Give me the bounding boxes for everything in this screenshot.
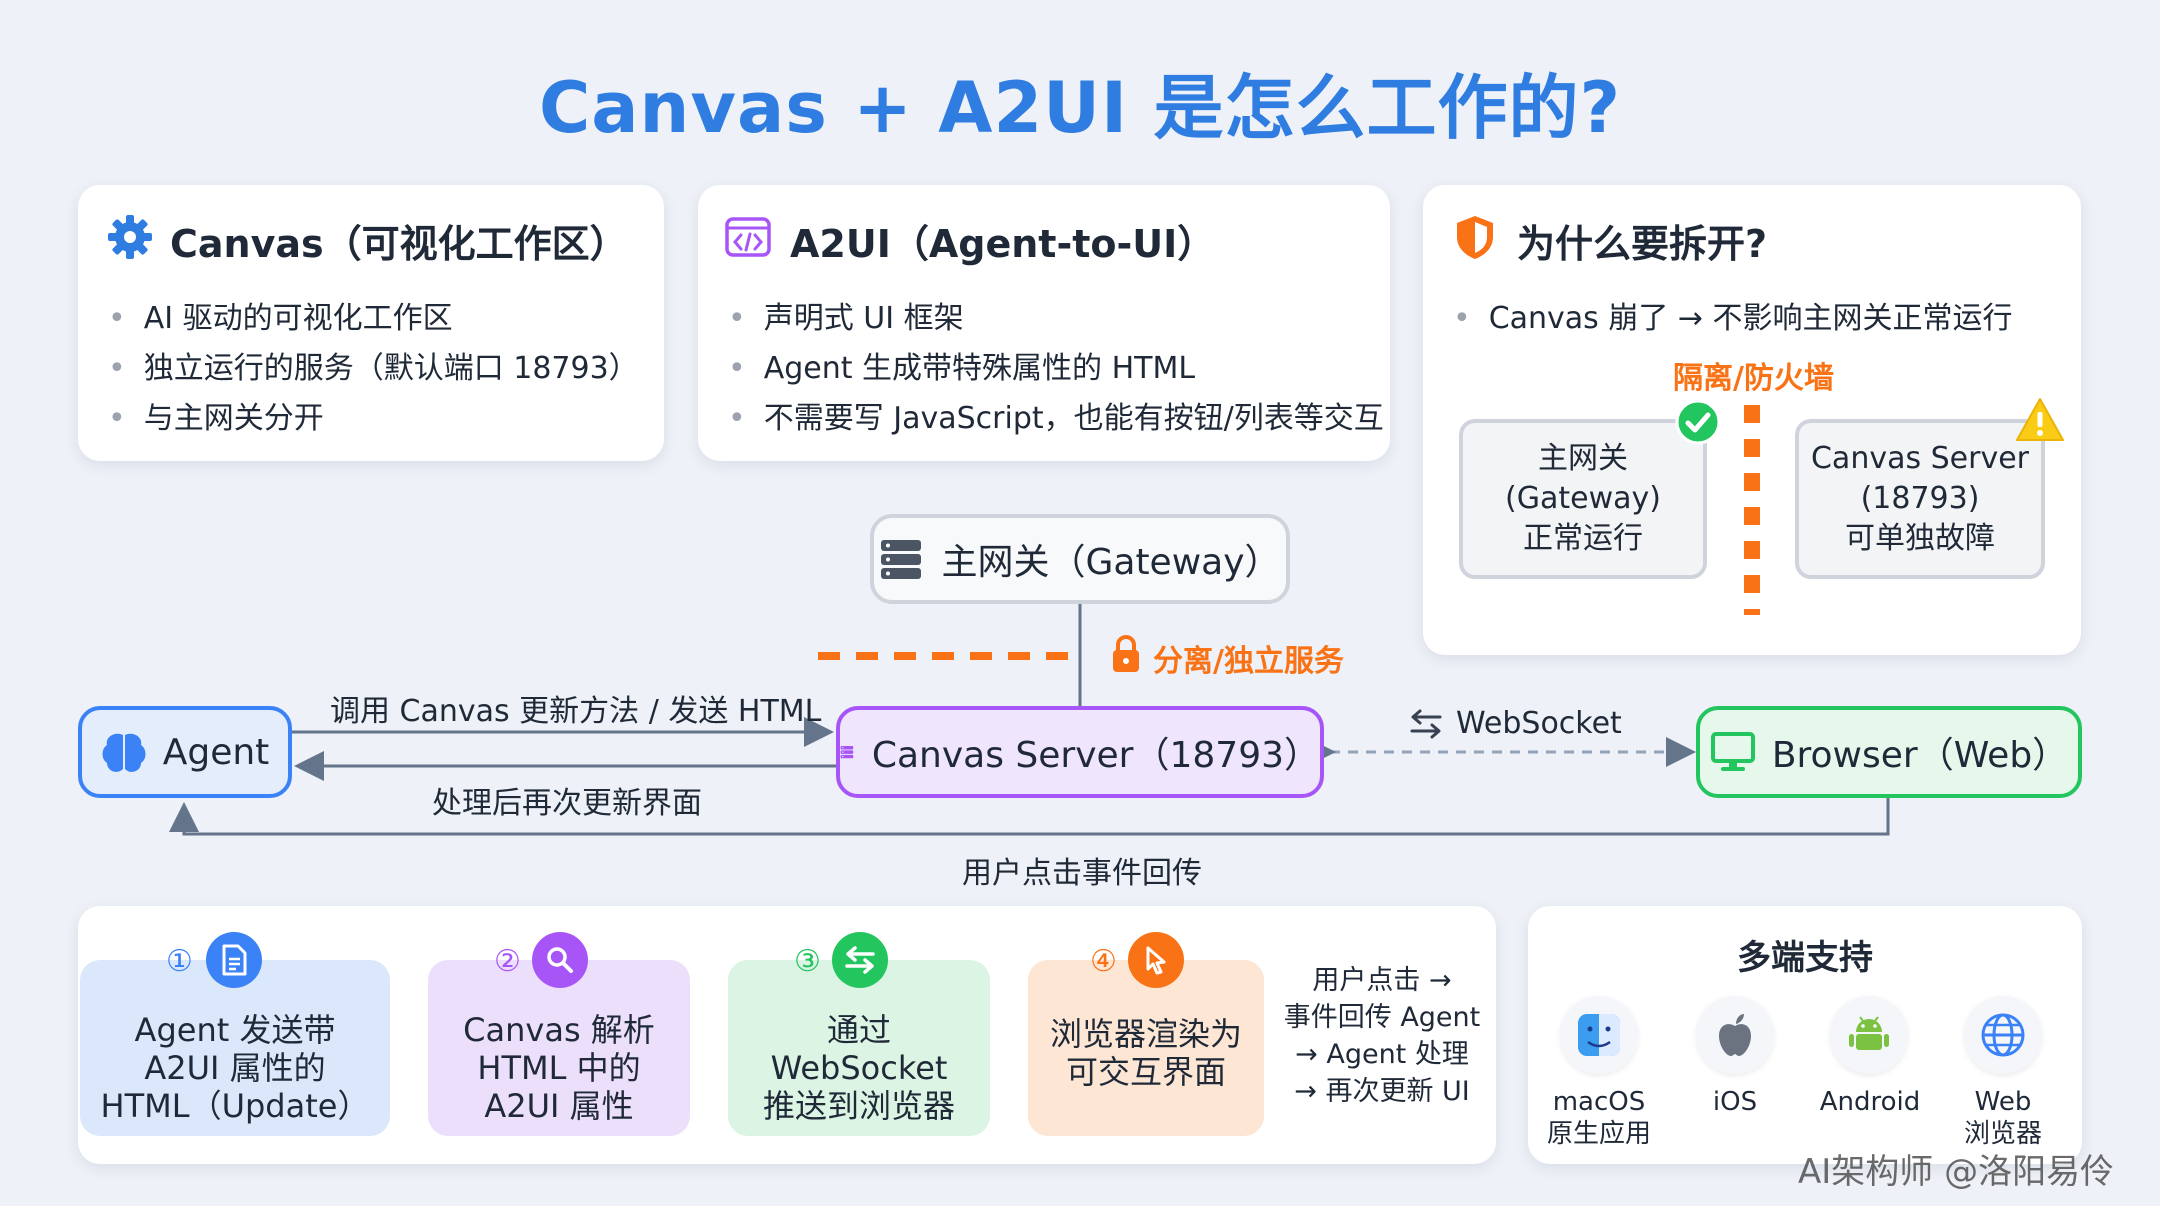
card-heading: Canvas（可视化工作区） — [170, 222, 628, 266]
platform-line: 浏览器 — [1963, 1119, 2042, 1149]
loop-line: 事件回传 Agent — [1283, 1002, 1481, 1033]
card-bullet: 声明式 UI 框架 — [728, 293, 964, 337]
browser-label: Browser（Web） — [1771, 735, 2069, 776]
step-line: Canvas 解析 — [463, 1011, 655, 1049]
browser-node[interactable]: Browser（Web） — [1696, 706, 2082, 798]
return-label: 处理后再次更新界面 — [432, 786, 702, 821]
step-number: ④ — [1090, 944, 1117, 979]
agent-label: Agent — [162, 731, 270, 773]
canvas-card: Canvas（可视化工作区） AI 驱动的可视化工作区 独立运行的服务（默认端口… — [78, 185, 664, 461]
event-label: 用户点击事件回传 — [962, 856, 1202, 891]
box-line: 正常运行 — [1523, 521, 1643, 556]
step-3: 通过 WebSocket 推送到浏览器 — [728, 960, 990, 1136]
watermark: AI架构师 @洛阳易伶 — [1798, 1152, 2115, 1192]
step-line: HTML 中的 — [477, 1049, 641, 1087]
card-bullet: Canvas 崩了 → 不影响主网关正常运行 — [1453, 293, 2013, 337]
step-number: ③ — [794, 944, 821, 979]
step-line: A2UI 属性的 — [144, 1049, 326, 1087]
card-bullet: AI 驱动的可视化工作区 — [108, 293, 453, 337]
step-2: Canvas 解析 HTML 中的 A2UI 属性 — [428, 960, 690, 1136]
step-line: WebSocket — [770, 1049, 948, 1087]
step-line: HTML（Update） — [100, 1087, 370, 1125]
call-label: 调用 Canvas 更新方法 / 发送 HTML — [330, 694, 822, 729]
gateway-ok-box: 主网关 (Gateway) 正常运行 — [1459, 419, 1707, 579]
canvas-server-node[interactable]: Canvas Server（18793） — [836, 706, 1324, 798]
document-icon — [206, 932, 262, 988]
step-line: Agent 发送带 — [134, 1011, 336, 1049]
a2ui-card: A2UI（Agent-to-UI） 声明式 UI 框架 Agent 生成带特殊属… — [698, 185, 1390, 461]
swap-icon — [1410, 709, 1442, 739]
brain-icon — [102, 733, 146, 772]
shield-icon — [1457, 216, 1493, 259]
card-bullet: Agent 生成带特殊属性的 HTML — [728, 343, 1195, 387]
card-bullet: 不需要写 JavaScript，也能有按钮/列表等交互 — [728, 393, 1384, 437]
platforms-panel: 多端支持 macOS 原生应用 iOS Android Web 浏览器 — [1528, 906, 2082, 1164]
loop-note: 用户点击 → 事件回传 Agent → Agent 处理 → 再次更新 UI — [1282, 962, 1482, 1110]
platform-label: iOS — [1678, 1086, 1792, 1118]
loop-line: 用户点击 → — [1312, 965, 1452, 996]
gateway-node: 主网关（Gateway） — [870, 514, 1290, 604]
canvas-server-fail-box: Canvas Server (18793) 可单独故障 — [1795, 419, 2045, 579]
search-icon — [532, 932, 588, 988]
page-title: Canvas + A2UI 是怎么工作的? — [538, 67, 1622, 149]
loop-line: → Agent 处理 — [1295, 1039, 1469, 1070]
websocket-label: WebSocket — [1456, 706, 1622, 741]
step-number: ② — [494, 944, 521, 979]
box-line: (18793) — [1860, 481, 1980, 516]
step-4: 浏览器渲染为 可交互界面 — [1028, 960, 1264, 1136]
box-line: (Gateway) — [1505, 481, 1661, 516]
loop-line: → 再次更新 UI — [1294, 1076, 1470, 1107]
isolation-label: 隔离/防火墙 — [1673, 361, 1834, 396]
card-heading: 为什么要拆开? — [1517, 222, 1768, 266]
monitor-icon — [1710, 732, 1755, 771]
globe-icon — [1964, 996, 2042, 1074]
step-number: ① — [166, 944, 193, 979]
server-icon — [840, 746, 854, 759]
platform-line: 原生应用 — [1546, 1119, 1651, 1149]
step-1: Agent 发送带 A2UI 属性的 HTML（Update） — [80, 960, 390, 1136]
platform-line: macOS — [1552, 1087, 1646, 1117]
platform-label: Android — [1810, 1086, 1930, 1118]
box-line: 主网关 — [1538, 441, 1628, 476]
platforms-title: 多端支持 — [1737, 938, 1873, 978]
android-icon — [1830, 996, 1908, 1074]
card-bullet: 与主网关分开 — [108, 393, 324, 437]
pointer-icon — [1128, 932, 1184, 988]
lock-icon — [1113, 635, 1139, 672]
platform-line: Android — [1819, 1087, 1921, 1117]
apple-icon — [1696, 996, 1774, 1074]
warning-icon — [2016, 398, 2064, 441]
exchange-icon — [832, 932, 888, 988]
check-icon — [1675, 399, 1721, 445]
canvas-server-label: Canvas Server（18793） — [871, 735, 1320, 776]
firewall-divider — [1744, 405, 1760, 615]
card-heading: A2UI（Agent-to-UI） — [790, 222, 1216, 266]
platform-line: Web — [1974, 1087, 2032, 1117]
step-line: 通过 — [826, 1011, 891, 1049]
server-icon — [881, 540, 922, 579]
platform-label: Web 浏览器 — [1944, 1086, 2062, 1150]
why-split-card: 为什么要拆开? Canvas 崩了 → 不影响主网关正常运行 隔离/防火墙 主网… — [1423, 185, 2081, 655]
code-icon — [725, 217, 771, 257]
card-bullet: 独立运行的服务（默认端口 18793） — [108, 343, 639, 387]
agent-node[interactable]: Agent — [78, 706, 292, 798]
box-line: Canvas Server — [1810, 441, 2030, 476]
finder-icon — [1560, 996, 1638, 1074]
step-line: 浏览器渲染为 — [1049, 1015, 1242, 1053]
step-line: 可交互界面 — [1065, 1053, 1226, 1091]
separation-label: 分离/独立服务 — [1153, 644, 1344, 679]
box-line: 可单独故障 — [1845, 521, 1995, 556]
step-line: A2UI 属性 — [484, 1087, 634, 1125]
gear-icon — [108, 215, 152, 259]
platform-line: iOS — [1712, 1087, 1758, 1117]
step-line: 推送到浏览器 — [762, 1087, 955, 1125]
gateway-label: 主网关（Gateway） — [941, 542, 1281, 583]
platform-label: macOS 原生应用 — [1536, 1086, 1662, 1150]
